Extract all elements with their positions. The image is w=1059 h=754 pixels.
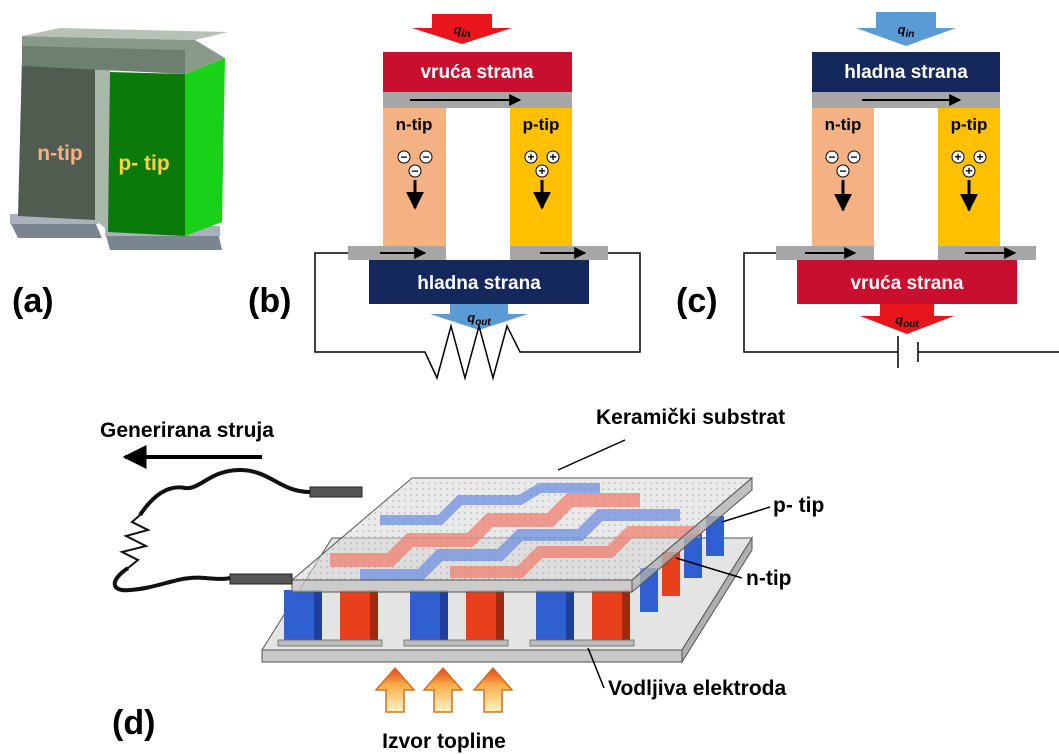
- panel-a: n-tip p- tip (a): [10, 28, 228, 320]
- hot-plate-label-c: vruća strana: [850, 273, 963, 294]
- svg-text:−: −: [850, 150, 857, 164]
- svg-text:+: +: [549, 150, 556, 164]
- n-leg-label-c: n-tip: [825, 115, 862, 134]
- q-out-arrow-c: [860, 304, 954, 334]
- svg-text:−: −: [400, 150, 407, 164]
- electron-icons: [397, 150, 433, 178]
- q-out-arrow: [430, 304, 528, 330]
- thermoelectric-legs: [284, 516, 724, 642]
- cold-plate: [369, 260, 589, 304]
- panel-c: qin hladna strana n-tip p-tip −−− +++ vr…: [676, 12, 1059, 368]
- p-leg-block: [108, 72, 185, 236]
- p-leg-label-c: p-tip: [951, 115, 988, 134]
- resistor-icon: [119, 514, 151, 569]
- cold-plate-c: [812, 52, 1000, 92]
- cold-plate-label: hladna strana: [417, 273, 541, 294]
- ceramic-substrate-pointer: [557, 439, 626, 471]
- svg-text:+: +: [976, 150, 983, 164]
- bottom-plate-edge: [261, 649, 683, 663]
- n-leg-base: [10, 222, 102, 238]
- electron-signs: −−−: [400, 150, 429, 178]
- panel-c-label: (c): [676, 282, 718, 320]
- wire-bottom: [112, 566, 231, 593]
- hole-icons: [524, 150, 560, 178]
- n-leg-label: n-tip: [396, 115, 433, 134]
- external-circuit: [314, 252, 641, 381]
- p-leg-side: [185, 58, 225, 236]
- top-connector-face: [22, 46, 185, 74]
- hole-icons-c: [951, 150, 987, 178]
- cold-plate-label-c: hladna strana: [844, 62, 968, 83]
- electron-icons-c: [825, 150, 861, 178]
- svg-text:+: +: [965, 164, 972, 178]
- svg-text:−: −: [411, 164, 418, 178]
- panel-a-n-label: n-tip: [37, 142, 82, 165]
- top-plate-edge: [291, 579, 633, 593]
- p-type-pointer: [721, 506, 771, 523]
- top-plate-edge-side: [631, 476, 753, 594]
- external-circuit-c: [743, 252, 898, 353]
- conductive-electrode-label: Vodljiva elektroda: [608, 677, 786, 700]
- n-type-pointer: [675, 557, 743, 579]
- heat-source-label: Izvor topline: [382, 730, 506, 753]
- hole-signs: + + +: [527, 150, 556, 178]
- svg-text:+: +: [538, 164, 545, 178]
- svg-text:−: −: [422, 150, 429, 164]
- panel-b-label: (b): [248, 282, 291, 320]
- panel-d: Generirana struja Keramički substrat: [100, 406, 824, 753]
- bottom-electrodes: [277, 639, 635, 647]
- top-connector-top: [22, 28, 228, 40]
- hole-signs-c: + + +: [954, 150, 983, 178]
- panel-a-p-label: p- tip: [118, 152, 169, 175]
- n-type-label: n-tip: [746, 567, 791, 590]
- terminal-bottom: [229, 573, 293, 585]
- svg-text:+: +: [527, 150, 534, 164]
- svg-text:+: +: [954, 150, 961, 164]
- svg-text:−: −: [839, 164, 846, 178]
- conductive-electrode-pointer: [587, 647, 605, 689]
- q-in-label-c: qin: [898, 22, 915, 40]
- hot-plate-label: vruća strana: [420, 62, 533, 83]
- svg-text:−: −: [828, 150, 835, 164]
- heat-arrows: [374, 666, 514, 713]
- n-leg-block: [18, 58, 95, 220]
- hot-plate: [383, 52, 572, 92]
- electron-signs-c: −−−: [828, 150, 857, 178]
- inner-meander: [330, 483, 700, 581]
- p-leg-label: p-tip: [523, 115, 560, 134]
- panel-a-label: (a): [12, 282, 54, 320]
- panel-b: qin vruća strana n-tip p-tip −−− +++: [248, 14, 641, 381]
- bottom-plate-edge-side: [681, 536, 753, 664]
- gap-face: [95, 62, 110, 232]
- p-leg-base: [105, 232, 222, 250]
- q-out-label: qout: [467, 310, 491, 328]
- wire-top: [138, 467, 311, 517]
- n-leg-base-top: [10, 214, 98, 224]
- hot-plate-c: [797, 260, 1017, 304]
- panel-d-label: (d): [112, 704, 155, 742]
- q-out-label-c: qout: [895, 312, 919, 330]
- p-type-label: p- tip: [773, 494, 824, 517]
- q-in-arrow: [412, 14, 512, 44]
- q-in-label: qin: [454, 22, 471, 40]
- q-in-arrow-c: [856, 12, 956, 46]
- generated-current-label: Generirana struja: [100, 419, 274, 442]
- terminal-top: [309, 486, 363, 498]
- ceramic-substrate-label: Keramički substrat: [596, 406, 785, 429]
